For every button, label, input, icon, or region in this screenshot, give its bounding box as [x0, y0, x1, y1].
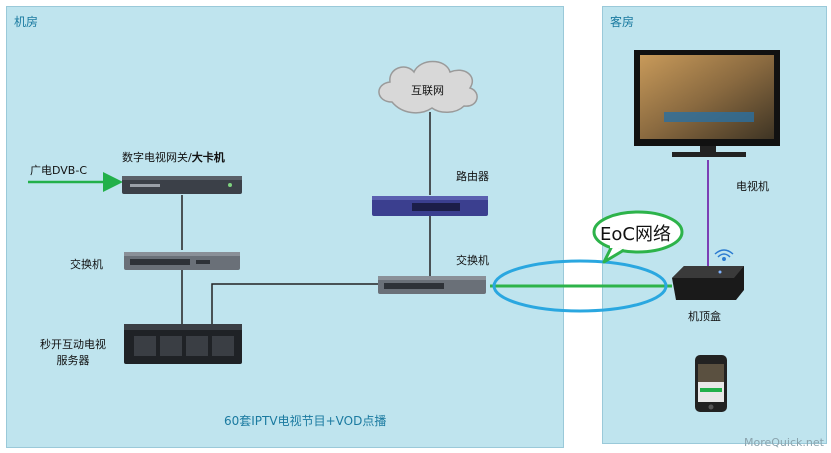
internet-cloud-icon — [378, 60, 478, 114]
gateway-label-bold: 大卡机 — [191, 151, 225, 164]
server-icon — [124, 324, 242, 364]
server-label-line1: 秒开互动电视 — [40, 338, 106, 351]
eoc-highlight-ellipse — [492, 259, 668, 313]
watermark: MoreQuick.net — [744, 436, 824, 449]
gateway-device-icon — [122, 176, 242, 194]
server-label: 秒开互动电视 服务器 — [28, 336, 118, 368]
switch-center-label: 交换机 — [456, 254, 489, 267]
set-top-box-icon — [672, 266, 744, 300]
server-label-line2: 服务器 — [56, 354, 90, 367]
gateway-label-text: 数字电视网关/ — [122, 151, 192, 164]
guest-room-title: 客房 — [610, 15, 635, 29]
machine-room-title: 机房 — [14, 15, 39, 29]
link-server-center-switch — [211, 283, 380, 330]
eoc-bubble — [592, 210, 684, 264]
router-label: 路由器 — [456, 170, 489, 183]
tv-label: 电视机 — [736, 180, 769, 193]
eoc-label: EoC网络 — [600, 224, 671, 245]
switch-left-label: 交换机 — [70, 258, 103, 271]
connection-lines — [28, 112, 709, 330]
tv-icon — [634, 50, 780, 157]
footer-label: 60套IPTV电视节目+VOD点播 — [224, 414, 387, 428]
internet-label: 互联网 — [411, 84, 444, 97]
switch-left-icon — [124, 252, 240, 270]
gateway-label: 数字电视网关/大卡机 — [122, 149, 225, 165]
wifi-icon — [714, 249, 734, 261]
router-icon — [372, 196, 488, 216]
stb-label: 机顶盒 — [688, 310, 721, 323]
phone-icon — [695, 355, 727, 412]
dvb-source-label: 广电DVB-C — [30, 164, 87, 177]
switch-center-icon — [378, 276, 486, 294]
